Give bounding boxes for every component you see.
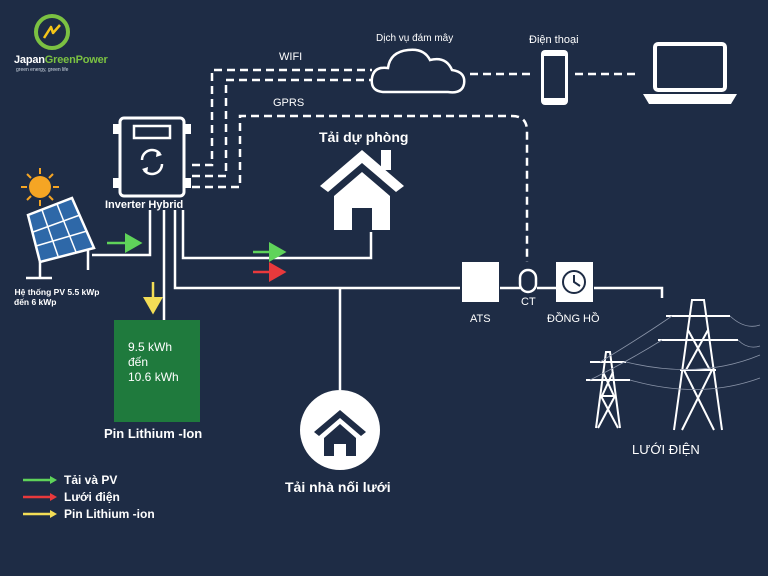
- phone-label: Điện thoại: [529, 34, 579, 46]
- legend-load-pv: Tải và PV: [22, 473, 117, 487]
- home-load-label: Tải nhà nối lưới: [285, 479, 391, 495]
- home-icon: [300, 390, 380, 470]
- cloud-icon: [370, 48, 466, 94]
- battery-capacity-line2: đến: [128, 355, 149, 369]
- battery-label: Pin Lithium -Ion: [104, 426, 203, 441]
- inverter-icon: [113, 116, 191, 198]
- brand-logo-icon: [34, 14, 70, 50]
- ats-label: ATS: [470, 313, 491, 325]
- brand-name-part1: Japan: [14, 54, 45, 66]
- laptop-icon: [643, 42, 737, 104]
- battery-capacity-line3: 10.6 kWh: [128, 370, 179, 384]
- brand-name: JapanGreenPower: [14, 54, 108, 67]
- pv-label-line1: Hệ thống PV 5.5 kWp: [14, 287, 100, 297]
- wifi-label: WIFI: [279, 51, 303, 63]
- ct-label: CT: [521, 296, 536, 308]
- sun-icon: [21, 168, 59, 206]
- pv-label: Hệ thống PV 5.5 kWp đến 6 kWp: [12, 287, 102, 308]
- battery-capacity-line1: 9.5 kWh: [128, 340, 173, 354]
- phone-icon: [541, 50, 568, 105]
- battery-pack: [114, 320, 200, 422]
- legend-green-arrow-icon: [23, 476, 57, 484]
- legend-red-arrow-icon: [23, 493, 57, 501]
- brand-name-part2: GreenPower: [44, 54, 108, 66]
- solar-panel-icon: [26, 196, 96, 280]
- legend-battery: Pin Lithium -ion: [22, 507, 155, 521]
- battery-capacity: 9.5 kWh đến 10.6 kWh: [128, 340, 179, 385]
- legend-grid-label: Lưới điện: [64, 490, 120, 504]
- ats-box: [462, 262, 499, 302]
- inverter-label: Inverter Hybrid: [105, 199, 184, 211]
- backup-house-icon: [320, 150, 404, 230]
- wifi-link: [192, 68, 372, 178]
- ct-sensor-icon: [518, 268, 538, 294]
- legend-yellow-arrow-icon: [23, 510, 57, 518]
- meter-label: ĐỒNG HỒ: [547, 313, 600, 325]
- power-tower-icon: [586, 299, 738, 431]
- meter-icon: [556, 262, 593, 302]
- backup-load-label: Tải dự phòng: [319, 129, 409, 145]
- legend-grid: Lưới điện: [22, 490, 120, 504]
- power-wires: [589, 315, 761, 390]
- pv-label-line2: đến 6 kWp: [14, 296, 57, 307]
- legend-battery-label: Pin Lithium -ion: [64, 507, 155, 521]
- cloud-label: Dịch vụ đám mây: [376, 33, 454, 44]
- brand-tagline: green energy, green life: [16, 67, 69, 73]
- gprs-link: [192, 114, 529, 262]
- grid-label: LƯỚI ĐIỆN: [632, 442, 700, 457]
- gprs-label: GPRS: [273, 97, 305, 109]
- legend-load-pv-label: Tải và PV: [64, 473, 118, 487]
- power-lines: [92, 210, 664, 390]
